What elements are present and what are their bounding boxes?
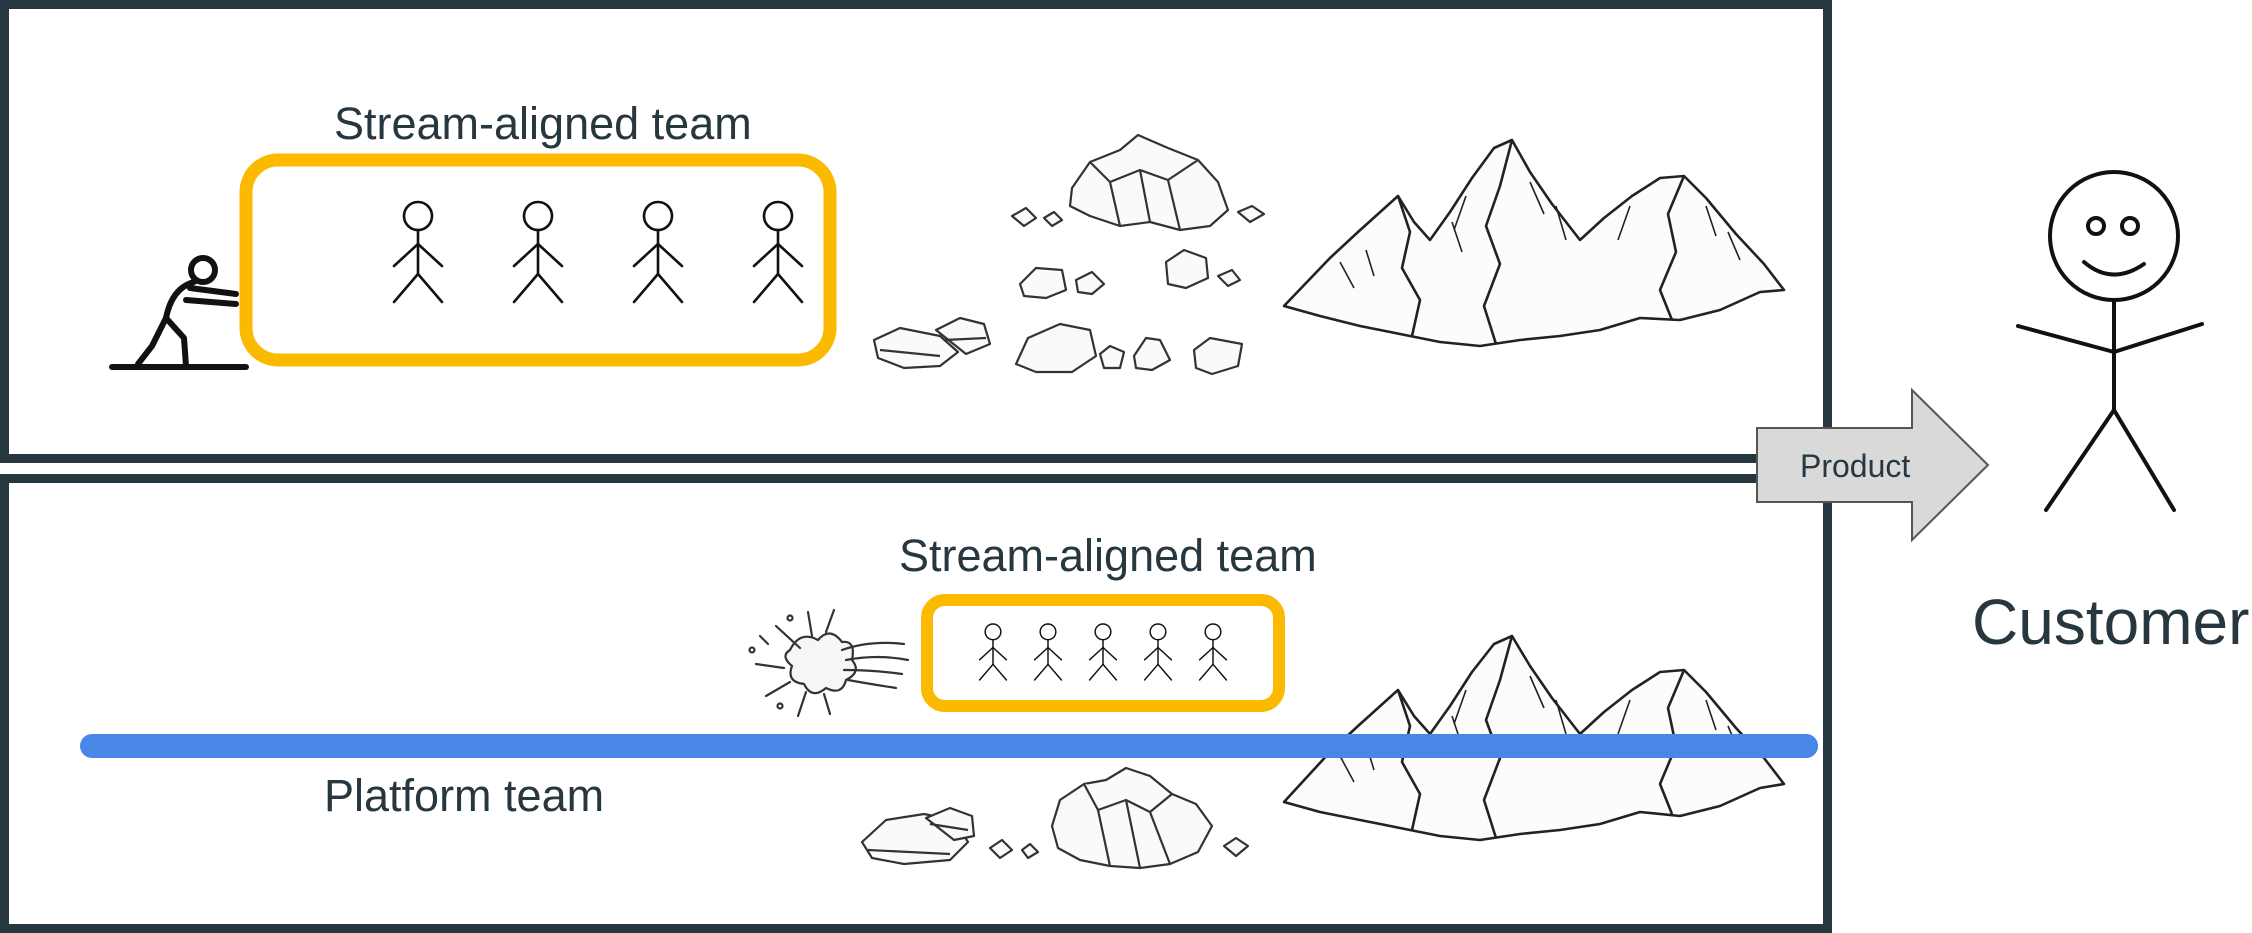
product-arrow-label: Product — [1800, 448, 1911, 484]
team-member-icon — [1088, 623, 1118, 681]
team-member-icon — [1198, 623, 1228, 681]
rocks-icon — [860, 766, 1250, 870]
team-member-icon — [978, 623, 1008, 681]
bottom-team-label: Stream-aligned team — [899, 530, 1317, 581]
platform-team-label: Platform team — [324, 770, 605, 821]
team-member-icon — [392, 200, 444, 304]
bottom-team-box — [921, 594, 1285, 712]
team-member-icon — [1033, 623, 1063, 681]
team-member-icon — [752, 200, 804, 304]
customer-stick-figure — [2016, 170, 2204, 512]
rocks-icon — [872, 133, 1266, 376]
top-team-box — [239, 153, 837, 367]
customer-label: Customer — [1972, 586, 2250, 658]
explosion-icon — [748, 608, 910, 718]
team-member-icon — [512, 200, 564, 304]
top-team-members — [392, 200, 804, 304]
pushing-person-icon — [109, 255, 249, 370]
mountains-icon — [1282, 138, 1786, 348]
bottom-team-members — [978, 623, 1228, 681]
product-arrow — [1756, 387, 1990, 543]
team-member-icon — [632, 200, 684, 304]
team-member-icon — [1143, 623, 1173, 681]
top-team-label: Stream-aligned team — [334, 98, 752, 149]
